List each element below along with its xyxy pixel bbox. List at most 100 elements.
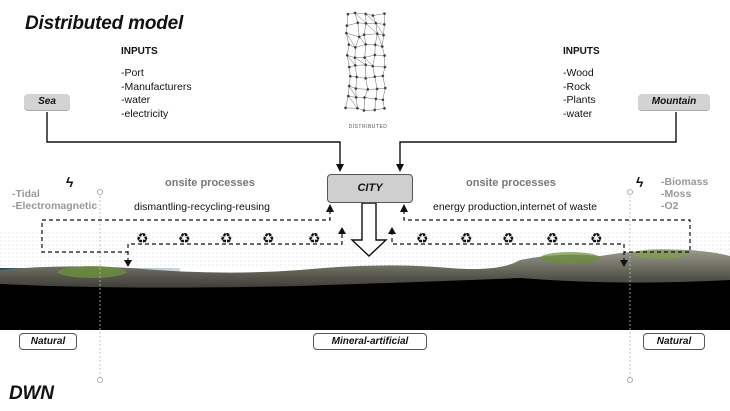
- network-node: [383, 54, 386, 58]
- network-edge: [347, 55, 356, 66]
- vegetation-far-right: [632, 249, 688, 259]
- network-edge: [357, 22, 360, 37]
- dashed-loop-left-inner: [127, 232, 343, 262]
- right-onsite-heading: onsite processes: [466, 177, 556, 189]
- network-edge: [364, 89, 369, 98]
- list-item: -water: [121, 94, 151, 106]
- arrow-left-up: [326, 204, 334, 212]
- network-node: [371, 14, 375, 17]
- arrow-left-down: [124, 260, 132, 267]
- network-edge: [355, 64, 366, 66]
- network-node: [381, 74, 385, 78]
- network-edge: [363, 97, 365, 111]
- network-edge: [345, 96, 349, 108]
- network-node: [345, 53, 349, 57]
- page-title: Distributed model: [25, 13, 184, 34]
- arrow-right-inner-up: [388, 227, 396, 234]
- recycle-icon: ♻: [416, 230, 429, 246]
- network-edge: [346, 33, 350, 45]
- arrow-left-inner-up: [338, 227, 346, 234]
- recycle-icon: ♻: [502, 230, 515, 246]
- network-node: [382, 33, 386, 37]
- dashed-loop-right-outer: [403, 210, 691, 253]
- network-edge: [355, 44, 366, 48]
- network-node: [355, 106, 359, 110]
- recycle-icon: ♻: [178, 230, 191, 246]
- network-edge: [364, 44, 366, 58]
- network-edge: [355, 36, 360, 48]
- network-node: [347, 43, 351, 47]
- left-onsite-heading: onsite processes: [165, 177, 255, 189]
- network-edge: [348, 76, 351, 87]
- network-node: [373, 75, 377, 79]
- input-line-mountain: [399, 112, 677, 166]
- network-edge: [372, 13, 385, 16]
- network-node: [371, 64, 375, 68]
- recycle-icon: ♻: [136, 230, 149, 246]
- network-edge: [375, 23, 378, 34]
- guide-dot-left-bottom: [97, 377, 103, 383]
- left-inputs-heading: INPUTS: [121, 46, 158, 57]
- network-node: [374, 97, 378, 101]
- network-node: [375, 87, 379, 91]
- network-node: [346, 94, 350, 98]
- right-inputs-heading: INPUTS: [563, 46, 600, 57]
- recycle-icon: ♻: [546, 230, 559, 246]
- network-edge: [365, 13, 377, 24]
- network-node: [357, 35, 361, 39]
- vegetation-left: [58, 266, 126, 278]
- right-inputs-list: -Wood -Rock -Plants -water: [563, 67, 596, 121]
- right-process-text: energy production,internet of waste: [433, 201, 598, 213]
- network-edge: [363, 34, 366, 45]
- recycle-icon: ♻: [262, 230, 275, 246]
- left-energy-sources: -Tidal -Electromagnetic: [12, 188, 97, 212]
- network-node: [355, 75, 359, 79]
- list-item: -Rock: [563, 80, 591, 93]
- network-edge: [359, 36, 366, 45]
- list-item: -Plants: [563, 94, 596, 106]
- bolt-icon: ϟ: [66, 174, 74, 190]
- network-node: [375, 32, 379, 36]
- distributed-network-graphic: [344, 11, 387, 112]
- network-edge: [349, 67, 351, 77]
- left-inputs-list: -Port -Manufacturers -water -electricity: [121, 67, 192, 121]
- network-edge: [364, 33, 378, 36]
- network-node: [364, 63, 368, 67]
- footer-label: DWN: [9, 383, 54, 404]
- vegetation-right: [540, 252, 600, 264]
- network-node: [383, 86, 387, 90]
- network-edge: [348, 95, 358, 109]
- network-edge: [347, 55, 350, 68]
- network-edge: [364, 57, 373, 67]
- ground-band: [0, 278, 730, 330]
- network-node: [362, 33, 366, 37]
- network-edge: [382, 67, 386, 77]
- zone-natural-left: Natural: [19, 333, 77, 350]
- network-node: [382, 22, 386, 26]
- left-process-text: dismantling-recycling-reusing: [134, 201, 270, 213]
- network-edge: [355, 88, 368, 90]
- network-edge: [382, 88, 386, 100]
- guide-dot-right-bottom: [627, 377, 633, 383]
- list-item: -Wood: [563, 67, 594, 79]
- list-item: -Port: [121, 67, 144, 79]
- list-item: -water: [563, 107, 593, 120]
- dashed-loop-right-inner: [391, 232, 625, 262]
- network-edge: [374, 76, 378, 89]
- network-edge: [346, 32, 360, 38]
- city-box: CITY: [327, 174, 413, 203]
- network-node: [353, 63, 357, 67]
- network-caption: DISTRIBUTED: [348, 124, 388, 130]
- network-edge: [382, 46, 385, 56]
- network-edge: [372, 54, 376, 67]
- network-node: [373, 108, 377, 112]
- zone-natural-right: Natural: [643, 333, 705, 350]
- arrow-right-down: [620, 260, 628, 267]
- network-edge: [354, 57, 366, 66]
- source-sea: Sea: [24, 94, 70, 110]
- network-node: [356, 21, 360, 25]
- list-item: -Manufacturers: [121, 80, 192, 93]
- network-edge: [346, 14, 349, 26]
- right-energy-sources: -Biomass -Moss -O2: [661, 176, 708, 212]
- network-edge: [355, 12, 366, 15]
